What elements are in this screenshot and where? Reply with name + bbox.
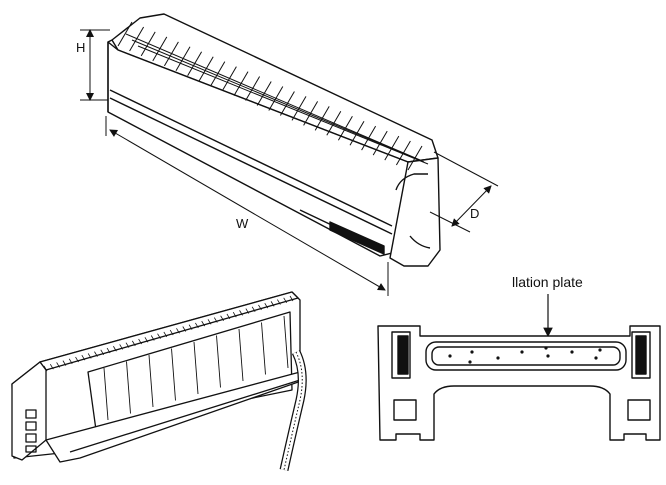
installation-plate — [377, 325, 661, 441]
depth-label: D — [470, 206, 479, 221]
height-dimension — [80, 29, 110, 101]
open-unit-grille — [43, 295, 294, 372]
drain-hose — [279, 349, 307, 471]
indoor-unit-open-panel — [11, 291, 305, 463]
installation-plate-label: llation plate — [512, 274, 583, 290]
width-dimension — [105, 116, 389, 296]
plate-holes — [448, 346, 602, 364]
height-label: H — [76, 40, 85, 55]
open-unit-fins — [103, 315, 289, 421]
depth-dimension — [429, 151, 499, 233]
width-label: W — [236, 216, 249, 231]
